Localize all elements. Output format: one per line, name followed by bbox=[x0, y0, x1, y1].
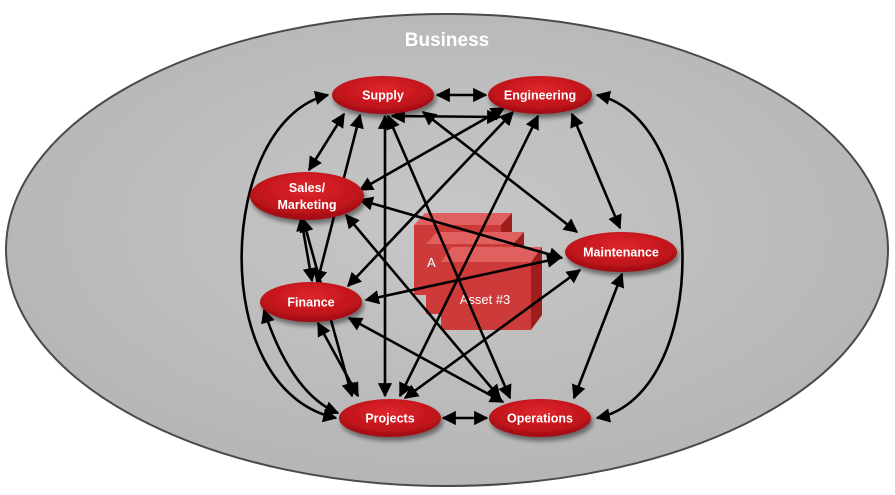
node-maintenance-label: Maintenance bbox=[583, 246, 659, 260]
node-finance-label: Finance bbox=[287, 296, 334, 310]
node-engineering: Engineering bbox=[488, 76, 592, 114]
node-engineering-label: Engineering bbox=[504, 89, 576, 103]
node-projects: Projects bbox=[339, 399, 441, 437]
connection-arrows bbox=[240, 87, 684, 426]
asset-cube-2-label: A bbox=[427, 255, 436, 270]
arrow-maintenance-projects bbox=[403, 268, 582, 400]
node-sales-marketing: Sales/ Marketing bbox=[250, 172, 364, 220]
arrow-engineering-operations-outer bbox=[595, 90, 684, 423]
node-sales-label-line1: Sales/ bbox=[289, 181, 326, 195]
business-title: Business bbox=[405, 30, 489, 51]
arrow-engineering-supply-diag bbox=[390, 108, 502, 125]
node-maintenance: Maintenance bbox=[565, 232, 677, 272]
node-finance: Finance bbox=[260, 282, 362, 322]
arrow-maintenance-operations bbox=[571, 272, 625, 400]
arrow-engineering-maintenance bbox=[570, 112, 622, 230]
node-supply-label: Supply bbox=[362, 89, 404, 103]
node-operations-label: Operations bbox=[507, 412, 573, 426]
node-projects-label: Projects bbox=[365, 412, 414, 426]
arrow-finance-projects-outer bbox=[261, 308, 340, 415]
node-operations: Operations bbox=[489, 399, 591, 437]
node-sales-label-line2: Marketing bbox=[277, 198, 336, 212]
asset-cube-3: Asset #3 bbox=[441, 247, 542, 330]
node-supply: Supply bbox=[332, 76, 434, 114]
